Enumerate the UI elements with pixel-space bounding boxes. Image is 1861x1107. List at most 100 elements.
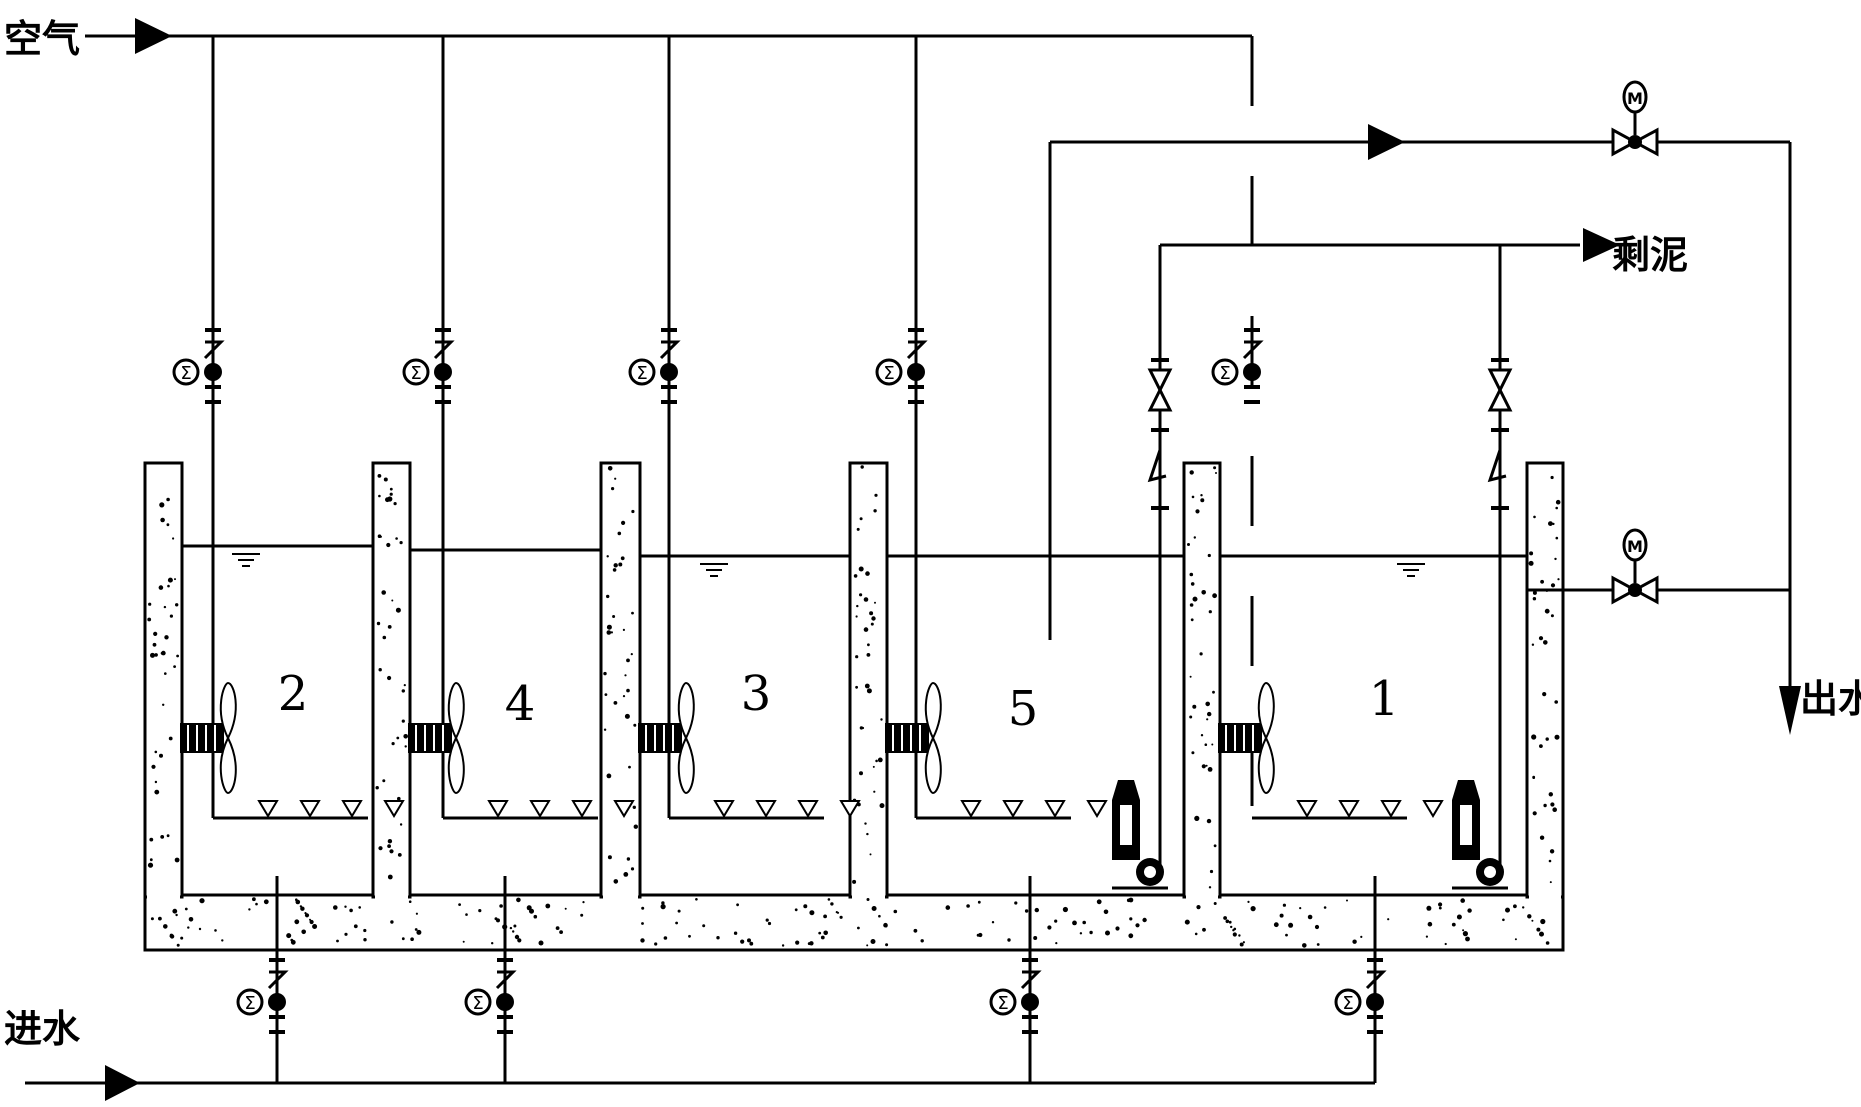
speckle-dot	[1545, 941, 1550, 945]
speckle-dot	[1072, 920, 1077, 926]
speckle-dot	[214, 929, 217, 932]
air-valve-mark	[433, 340, 455, 360]
speckle-dot	[1126, 898, 1131, 903]
speckle-dot	[149, 837, 154, 842]
speckle-dot	[836, 911, 840, 914]
speckle-dot	[807, 942, 811, 946]
speckle-dot	[397, 853, 402, 857]
speckle-dot	[1554, 557, 1557, 561]
speckle-dot	[167, 577, 173, 583]
speckle-dot	[1184, 919, 1190, 925]
speckle-dot	[172, 537, 175, 540]
speckle-dot	[823, 914, 827, 919]
diffuser-head	[1338, 800, 1360, 818]
speckle-dot	[333, 905, 338, 910]
speckle-dot	[1212, 593, 1217, 599]
flow-meter-icon	[464, 988, 492, 1016]
wall-6	[1525, 461, 1565, 899]
diffuser-head	[571, 800, 593, 818]
speckle-dot	[855, 655, 859, 659]
speckle-dot	[162, 703, 165, 706]
speckle-dot	[175, 603, 179, 607]
speckle-dot	[309, 919, 314, 925]
speckle-dot	[1451, 922, 1456, 927]
speckle-dot	[1129, 917, 1133, 921]
speckle-dot	[879, 803, 885, 809]
mixer-blade-icon	[219, 681, 237, 741]
speckle-dot	[295, 899, 301, 905]
speckle-dot	[1232, 929, 1235, 932]
speckle-dot	[538, 940, 544, 946]
speckle-dot	[604, 693, 608, 696]
wall-4	[848, 461, 889, 899]
tank-number-3: 3	[740, 666, 772, 722]
speckle-dot	[381, 590, 387, 595]
flow-meter-icon	[875, 358, 903, 386]
speckle-dot	[1548, 859, 1552, 863]
speckle-dot	[187, 926, 190, 929]
speckle-dot	[1225, 919, 1230, 924]
flow-meter-icon	[1334, 988, 1362, 1016]
inlet-valve-mark	[495, 970, 517, 990]
speckle-dot	[1014, 901, 1018, 905]
speckle-dot	[702, 924, 706, 928]
wall-seam	[1529, 892, 1561, 900]
effluent-outlet-arrow	[1779, 686, 1801, 735]
speckle-dot	[160, 517, 165, 523]
speckle-dot	[396, 736, 400, 740]
tank-number-2: 2	[277, 666, 309, 722]
speckle-dot	[640, 938, 645, 943]
speckle-dot	[376, 621, 381, 626]
speckle-dot	[159, 502, 165, 508]
speckle-dot	[1200, 734, 1204, 737]
speckle-dot	[154, 780, 158, 784]
motor-glyph: M	[1627, 537, 1643, 556]
speckle-dot	[1191, 751, 1195, 755]
speckle-dot	[375, 786, 379, 790]
speckle-dot	[1444, 942, 1447, 946]
speckle-dot	[1191, 495, 1195, 499]
speckle-dot	[1211, 743, 1214, 746]
speckle-dot	[622, 695, 626, 698]
speckle-dot	[152, 642, 157, 647]
flow-meter-icon	[402, 358, 430, 386]
speckle-dot	[820, 935, 825, 940]
speckle-dot	[749, 941, 754, 946]
speckle-dot	[606, 630, 612, 635]
speckle-dot	[1212, 690, 1215, 694]
speckle-dot	[408, 900, 412, 903]
speckle-dot	[559, 930, 563, 934]
speckle-dot	[158, 916, 162, 921]
speckle-dot	[1055, 942, 1058, 945]
speckle-dot	[872, 765, 875, 768]
speckle-dot	[387, 844, 391, 848]
speckle-dot	[1554, 700, 1558, 704]
speckle-dot	[169, 614, 173, 618]
diffuser-head	[797, 800, 819, 818]
sigma-glyph: Σ	[472, 993, 483, 1014]
mixer-motor-icon	[180, 723, 224, 753]
speckle-dot	[661, 901, 665, 905]
speckle-dot	[391, 599, 394, 602]
speckle-dot	[1427, 921, 1433, 927]
speckle-dot	[870, 939, 876, 944]
speckle-dot	[1189, 572, 1194, 577]
speckle-dot	[382, 779, 386, 783]
speckle-dot	[150, 652, 155, 658]
speckle-dot	[660, 904, 666, 910]
speckle-dot	[1505, 907, 1510, 913]
speckle-dot	[184, 907, 188, 911]
speckle-dot	[1062, 906, 1068, 913]
speckle-dot	[1555, 506, 1558, 510]
speckle-dot	[794, 908, 798, 912]
speckle-dot	[176, 654, 180, 658]
speckle-dot	[1550, 614, 1554, 618]
motor-valve-hub	[1628, 583, 1642, 597]
sigma-glyph: Σ	[410, 363, 421, 384]
speckle-dot	[290, 939, 296, 945]
diffuser-head	[1380, 800, 1402, 818]
mixer-blade-icon	[677, 681, 695, 741]
speckle-dot	[180, 936, 184, 940]
speckle-dot	[163, 924, 168, 929]
speckle-dot	[839, 915, 843, 919]
